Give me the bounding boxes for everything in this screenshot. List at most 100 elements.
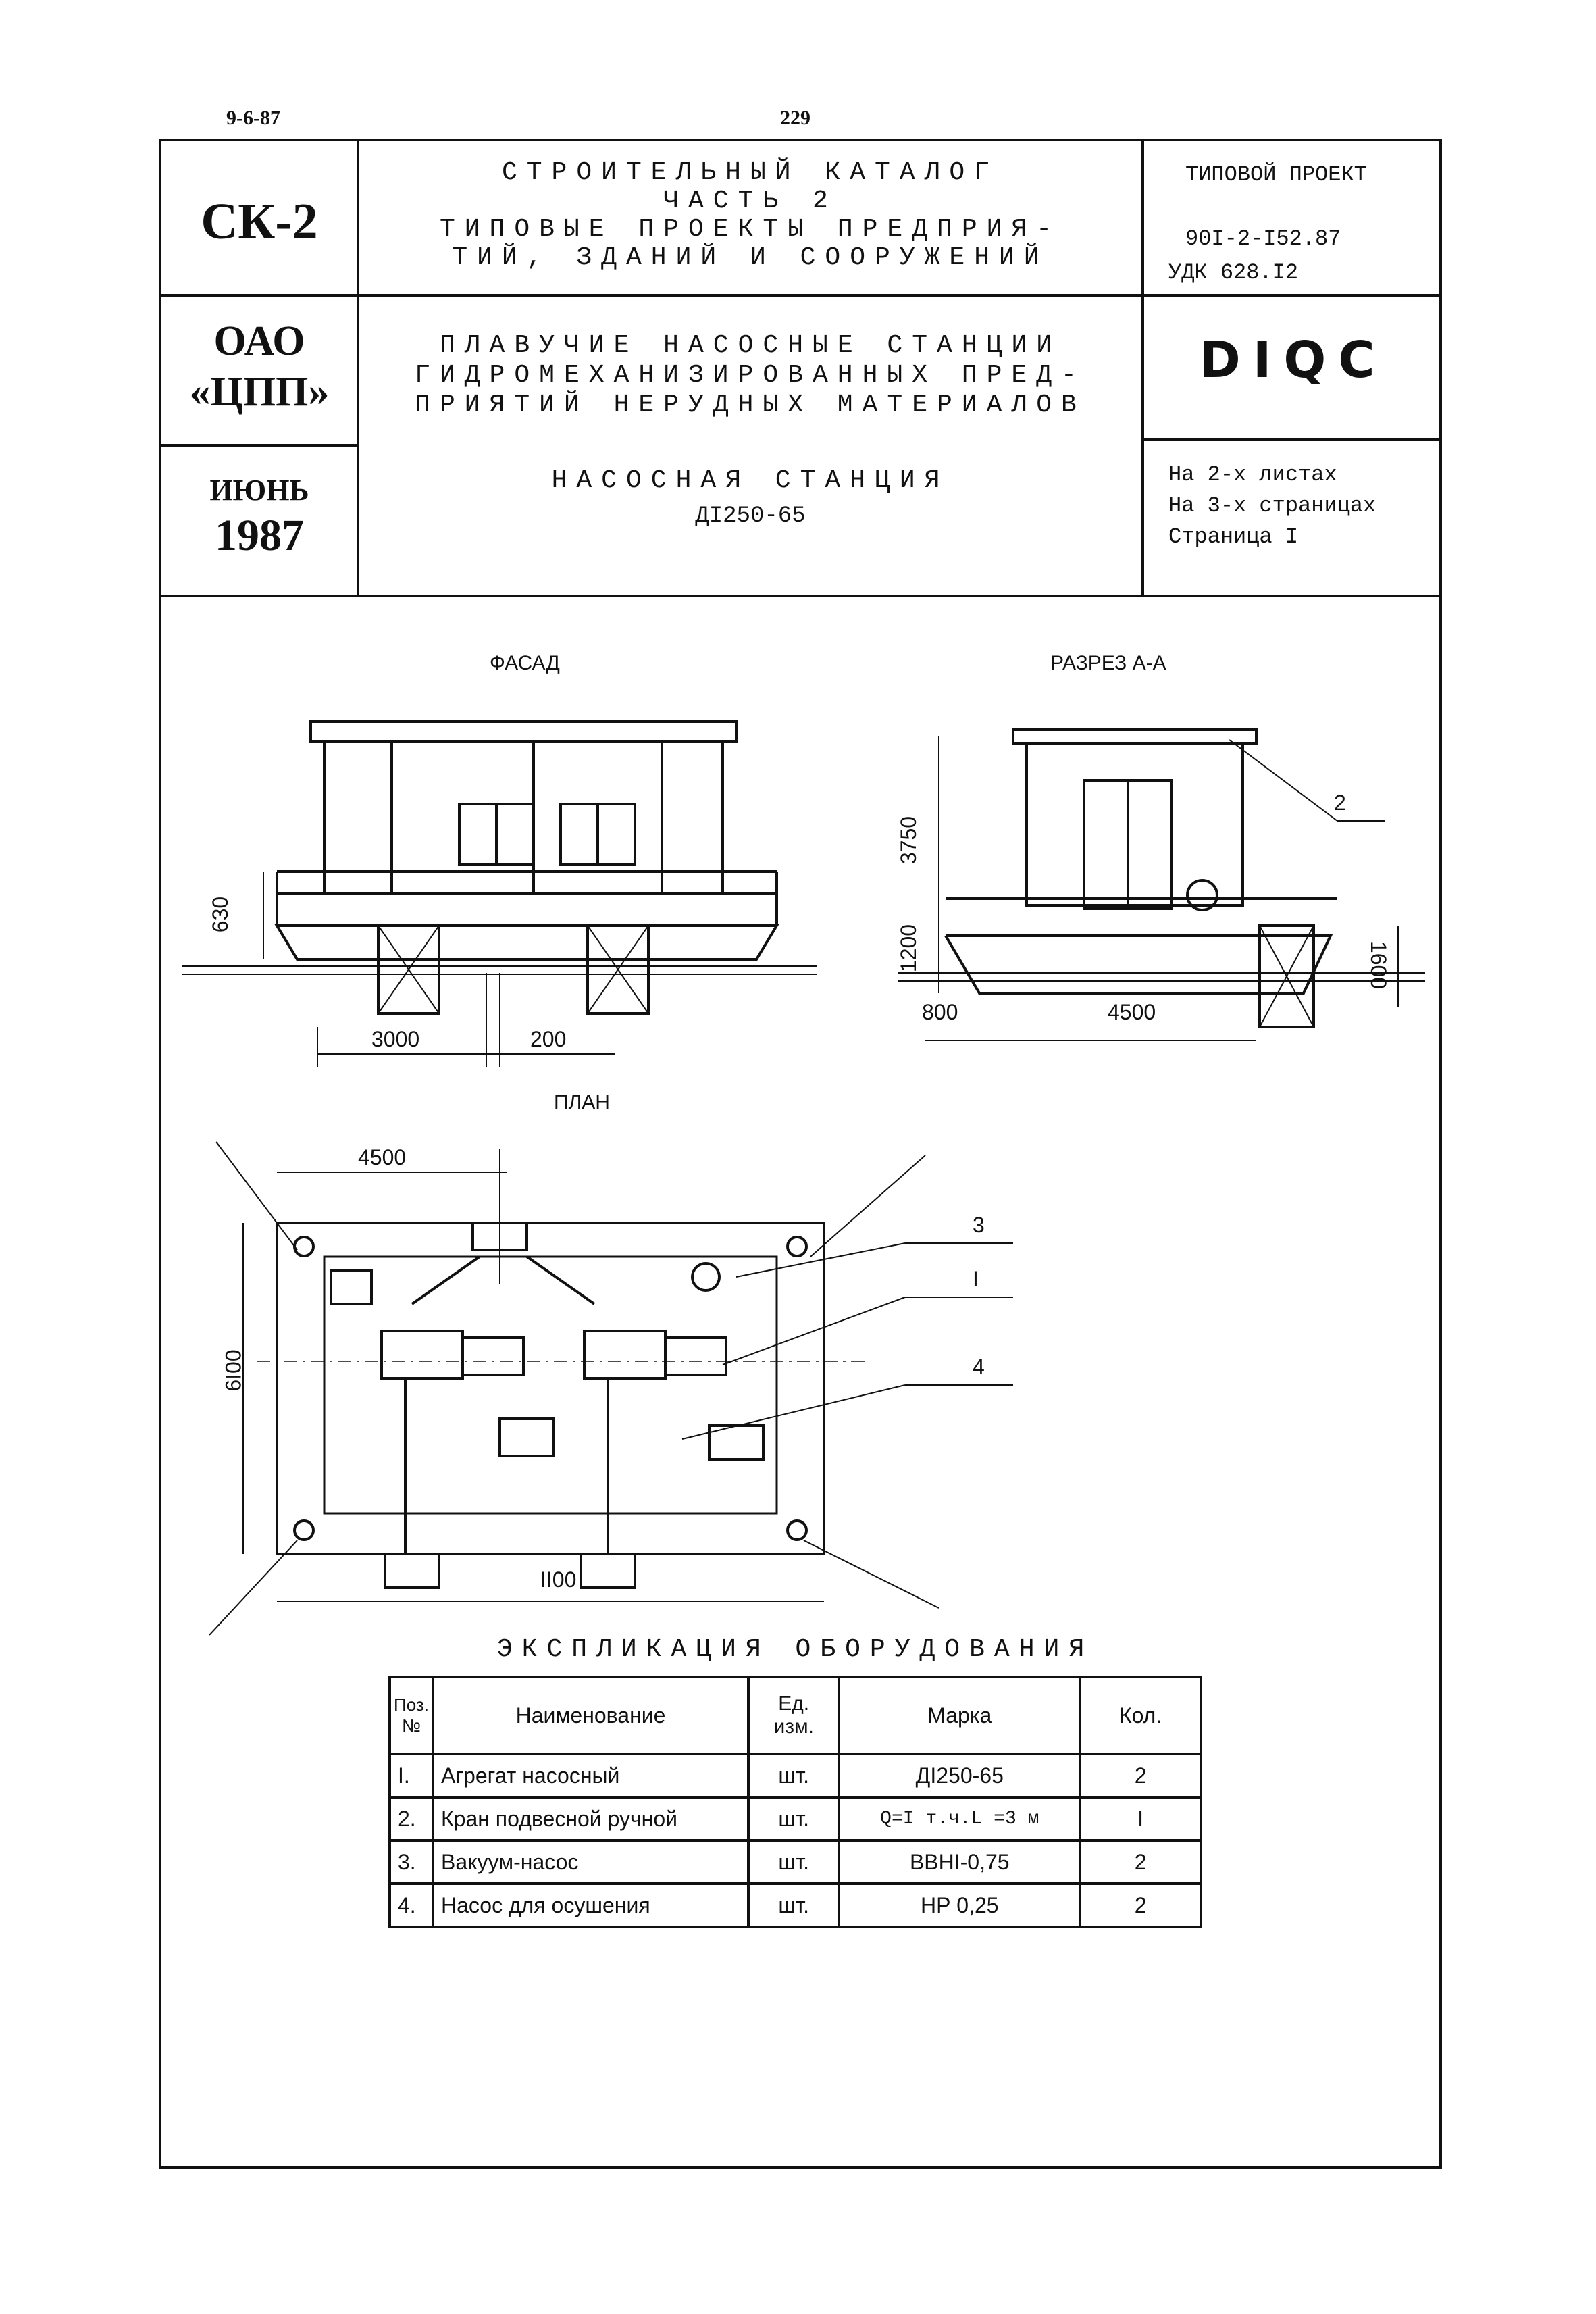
year: 1987 (215, 511, 304, 560)
header-divider-right (1141, 438, 1442, 441)
spec-cell-mark: Q=I т.ч.L =3 м (838, 1796, 1082, 1842)
plan-callout-1: I (973, 1267, 979, 1291)
header-divider-1 (159, 294, 1442, 297)
facade-float-right (586, 924, 650, 1015)
page-date: 9-6-87 (226, 107, 280, 129)
plan-mooring-line-3 (209, 1540, 298, 1636)
spec-cell-unit: шт. (747, 1753, 841, 1799)
header-col-1 (357, 139, 359, 596)
project-label: ТИПОВОЙ ПРОЕКТ (1185, 162, 1367, 187)
header-bottom (159, 595, 1442, 597)
plan-title: ПЛАН (554, 1091, 610, 1113)
spec-cell-unit: шт. (747, 1796, 841, 1842)
subtitle: НАСОСНАЯ СТАНЦИЯ (551, 466, 950, 495)
plan-dim-height: 6I00 (221, 1349, 246, 1392)
title-block: ПЛАВУЧИЕ НАСОСНЫЕ СТАНЦИИ ГИДРОМЕХАНИЗИР… (359, 331, 1141, 420)
section-dim-width: 4500 (1108, 1000, 1156, 1024)
spec-cell-unit: шт. (747, 1882, 841, 1928)
facade-title: ФАСАД (490, 652, 560, 674)
project-code: 90I-2-I52.87 (1185, 226, 1341, 251)
subtitle-model: ДI250-65 (695, 503, 806, 529)
plan-motor-1 (461, 1336, 525, 1376)
udk-code: УДК 628.I2 (1168, 260, 1299, 285)
facade-float-left (377, 924, 440, 1015)
spec-header-qty: Кол. (1079, 1676, 1202, 1755)
catalog-line-1: СТРОИТЕЛЬНЫЙ КАТАЛОГ (501, 158, 1000, 187)
spec-table-title: ЭКСПЛИКАЦИЯ ОБОРУДОВАНИЯ (496, 1635, 1094, 1664)
header-divider-left (159, 444, 359, 447)
spec-cell-pos: 2. (388, 1796, 434, 1842)
header-col-2 (1141, 139, 1144, 596)
section-roof (1012, 728, 1258, 745)
spec-cell-qty: I (1079, 1796, 1202, 1842)
facade-hull (274, 924, 779, 961)
catalog-block: СТРОИТЕЛЬНЫЙ КАТАЛОГ ЧАСТЬ 2 ТИПОВЫЕ ПРО… (359, 159, 1141, 272)
section-pump (1186, 879, 1218, 911)
month: ИЮНЬ (209, 474, 309, 507)
spec-cell-name: Насос для осушения (431, 1882, 750, 1928)
sheet-info: На 2-х листах На 3-х страницах Страница … (1168, 459, 1376, 553)
spec-table: Поз. № Наименование Ед. изм. Марка Кол. … (388, 1676, 1202, 1928)
plan-dim-width: 4500 (358, 1145, 407, 1169)
plan-panel (330, 1269, 373, 1305)
title-line-2: ГИДРОМЕХАНИЗИРОВАННЫХ ПРЕД- (415, 361, 1086, 390)
table-row: I. Агрегат насосный шт. ДI250-65 2 (388, 1753, 1202, 1799)
section-callout-2: 2 (1334, 790, 1346, 815)
sheets-count: На 2-х листах (1168, 462, 1337, 487)
spec-cell-name: Кран подвесной ручной (431, 1796, 750, 1842)
spec-header-unit: Ед. изм. (747, 1676, 841, 1755)
page-label: Страница I (1168, 524, 1299, 549)
pages-count: На 3-х страницах (1168, 493, 1376, 518)
plan-dim-bottom: II00 (540, 1567, 577, 1592)
spec-header-pos: Поз. № (388, 1676, 434, 1755)
section-drawing (898, 728, 1425, 1041)
org-line-2: «ЦПП» (189, 369, 330, 415)
spec-table-header: Поз. № Наименование Ед. изм. Марка Кол. (388, 1676, 1202, 1755)
section-dim-left: 800 (922, 1000, 958, 1024)
plan-mooring-line-2 (810, 1155, 926, 1257)
plan-mooring-line-1 (215, 1141, 298, 1251)
title-line-3: ПРИЯТИЙ НЕРУДНЫХ МАТЕРИАЛОВ (415, 391, 1086, 420)
spec-cell-mark: НР 0,25 (838, 1882, 1082, 1928)
catalog-line-2: ЧАСТЬ 2 (663, 186, 838, 216)
spec-header-name: Наименование (431, 1676, 750, 1755)
facade-drawing (182, 720, 817, 1067)
spec-cell-pos: 3. (388, 1839, 434, 1885)
spec-cell-qty: 2 (1079, 1882, 1202, 1928)
plan-drawing (209, 1141, 1013, 1636)
spec-cell-qty: 2 (1079, 1839, 1202, 1885)
series-code: СК-2 (201, 193, 318, 250)
title-line-1: ПЛАВУЧИЕ НАСОСНЫЕ СТАНЦИИ (439, 331, 1062, 360)
code-mark: DIQC (1199, 331, 1387, 389)
spec-header-mark: Марка (838, 1676, 1082, 1755)
plan-cabin (323, 1255, 778, 1515)
plan-callout-3: 3 (973, 1213, 985, 1237)
section-title: РАЗРЕЗ А-А (1050, 652, 1166, 674)
plan-callout-4: 4 (973, 1355, 985, 1379)
facade-dim-height: 630 (208, 896, 233, 933)
facade-dim-gap: 200 (530, 1027, 567, 1051)
section-float (1258, 924, 1315, 1028)
spec-cell-unit: шт. (747, 1839, 841, 1885)
plan-pump-2 (583, 1330, 667, 1380)
section-dim-float: 1600 (1366, 940, 1391, 990)
facade-dim-width: 3000 (371, 1027, 420, 1051)
plan-pump-1 (380, 1330, 464, 1380)
table-row: 4. Насос для осушения шт. НР 0,25 2 (388, 1882, 1202, 1928)
table-row: 2. Кран подвесной ручной шт. Q=I т.ч.L =… (388, 1796, 1202, 1842)
section-cabin (1025, 742, 1244, 907)
section-hull (944, 934, 1333, 995)
spec-cell-qty: 2 (1079, 1753, 1202, 1799)
plan-motor-2 (664, 1336, 727, 1376)
plan-mooring-line-4 (803, 1540, 939, 1609)
catalog-line-3: ТИПОВЫЕ ПРОЕКТЫ ПРЕДПРИЯ- (439, 215, 1062, 244)
section-dim-height: 3750 (896, 815, 921, 865)
table-row: 3. Вакуум-насос шт. ВВНI-0,75 2 (388, 1839, 1202, 1885)
plan-vacuum-pump (691, 1262, 721, 1292)
spec-cell-name: Агрегат насосный (431, 1753, 750, 1799)
spec-cell-name: Вакуум-насос (431, 1839, 750, 1885)
spec-cell-mark: ВВНI-0,75 (838, 1839, 1082, 1885)
org-line-1: ОАО (213, 318, 305, 364)
plan-drain-unit (498, 1417, 555, 1457)
spec-cell-mark: ДI250-65 (838, 1753, 1082, 1799)
